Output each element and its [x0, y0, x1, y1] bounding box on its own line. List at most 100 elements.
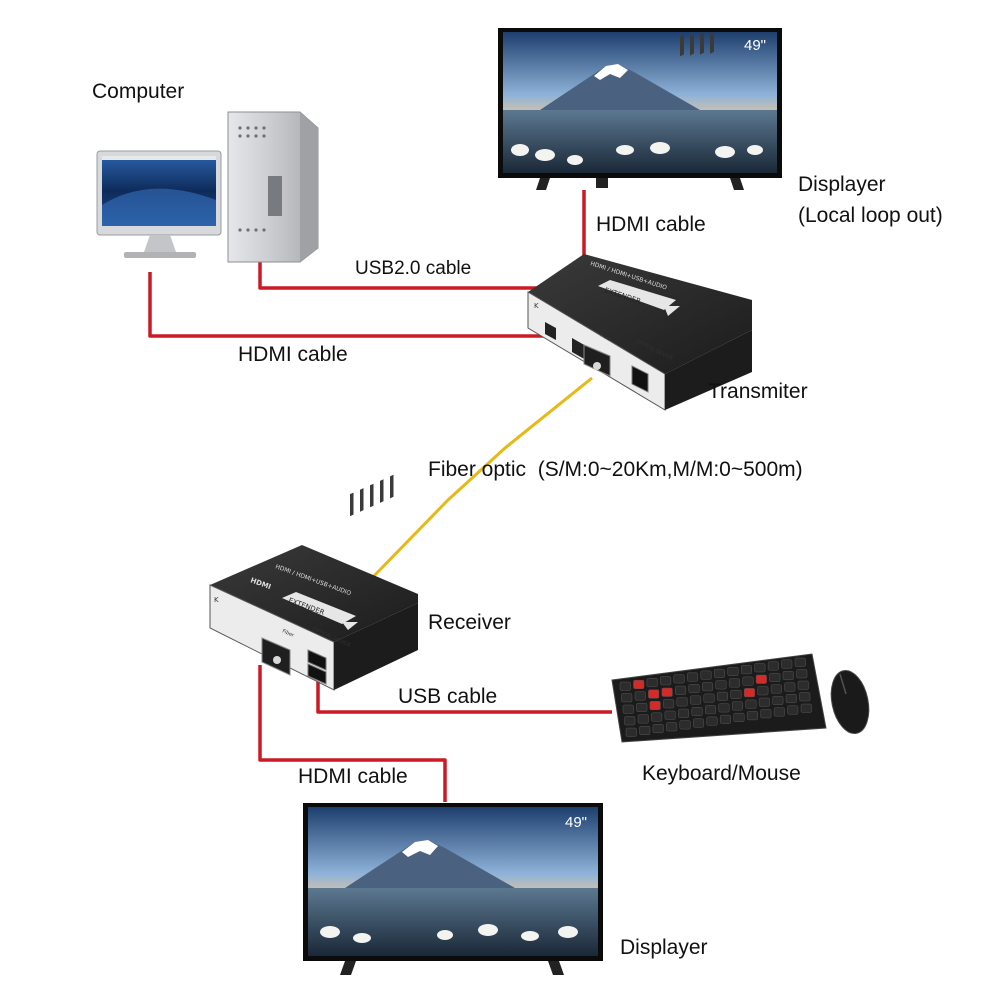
keyboard-key: [719, 714, 731, 724]
receiver-fiber-port-label: Fiber: [281, 628, 295, 639]
label-hdmi-cable-top: HDMI cable: [596, 213, 706, 236]
keyboard-key: [757, 686, 769, 696]
label-displayer-top-title: Displayer: [798, 173, 886, 196]
label-receiver: Receiver: [428, 611, 511, 634]
keyboard-key: [797, 680, 809, 690]
keyboard-key: [705, 705, 717, 715]
keyboard-key: [690, 695, 702, 705]
label-computer: Computer: [92, 80, 185, 103]
keyboard-key: [758, 697, 770, 707]
keyboard-key: [760, 709, 772, 719]
keyboard-key: [703, 693, 715, 703]
keyboard-key: [730, 689, 742, 699]
keyboard-key: [740, 665, 752, 675]
computer-monitor: [96, 150, 222, 258]
keyboard-key: [716, 691, 728, 701]
keyboard-key: [800, 703, 812, 713]
label-displayer-top: Displayer (Local loop out): [798, 172, 943, 230]
keyboard-key: [678, 708, 690, 718]
keyboard-key: [718, 703, 730, 713]
keyboard-key: [664, 710, 676, 720]
keyboard-key: [649, 701, 661, 711]
keyboard-key: [639, 725, 651, 735]
keyboard-key: [651, 712, 663, 722]
usb-cable: [316, 680, 612, 714]
keyboard-key: [637, 714, 649, 724]
keyboard-key: [666, 722, 678, 732]
tv-size-badge-bottom: 49": [565, 814, 587, 831]
keyboard-key: [743, 688, 755, 698]
keyboard-key: [770, 684, 782, 694]
keyboard-key: [646, 678, 658, 688]
keyboard-key: [700, 670, 712, 680]
label-displayer-bottom: Displayer: [620, 936, 708, 959]
keyboard-key: [625, 727, 637, 737]
keyboard-key: [767, 661, 779, 671]
label-fiber-optic: Fiber optic (S/M:0~20Km,M/M:0~500m): [428, 458, 803, 481]
keyboard-key: [687, 672, 699, 682]
keyboard-key: [679, 720, 691, 730]
label-usb20-cable: USB2.0 cable: [355, 258, 472, 279]
keyboard-key: [782, 671, 794, 681]
keyboard-key: [673, 674, 685, 684]
keyboard-key: [769, 672, 781, 682]
keyboard-key: [742, 676, 754, 686]
keyboard-key: [652, 724, 664, 734]
receiver-brand: K: [214, 596, 219, 604]
hdmi-cable-left: [148, 272, 550, 338]
keyboard-key: [728, 678, 740, 688]
keyboard-key: [746, 711, 758, 721]
tv-displayer-bottom: 49": [303, 803, 603, 975]
hdmi-cable-bottom: [258, 665, 447, 802]
label-displayer-top-sub: (Local loop out): [798, 204, 943, 228]
fiber-optic-cable: [370, 376, 593, 580]
computer-tower: [227, 111, 319, 263]
keyboard-key: [634, 691, 646, 701]
keyboard-key: [663, 699, 675, 709]
keyboard-key: [715, 680, 727, 690]
transmitter-brand: K: [534, 302, 539, 310]
keyboard-key: [693, 718, 705, 728]
mouse: [830, 669, 870, 735]
keyboard-key: [648, 689, 660, 699]
keyboard: [611, 653, 827, 743]
keyboard-key: [713, 668, 725, 678]
keyboard-key: [621, 693, 633, 703]
keyboard-key: [691, 707, 703, 717]
keyboard-key: [787, 705, 799, 715]
keyboard-key: [619, 681, 631, 691]
transmitter-fiber-port-label: Fiber: [599, 332, 613, 343]
keyboard-key: [688, 684, 700, 694]
keyboard-key: [733, 712, 745, 722]
keyboard-key: [796, 669, 808, 679]
keyboard-key: [781, 659, 793, 669]
label-usb-cable: USB cable: [398, 685, 498, 708]
keyboard-key: [745, 699, 757, 709]
keyboard-key: [727, 666, 739, 676]
label-hdmi-cable-left: HDMI cable: [238, 343, 348, 366]
keyboard-key: [785, 694, 797, 704]
keyboard-key: [636, 702, 648, 712]
keyboard-key: [773, 707, 785, 717]
keyboard-key: [755, 674, 767, 684]
keyboard-key: [731, 701, 743, 711]
transmitter-device: HDMI / HDMI+USB+AUDIO EXTENDER OPTICAL D…: [527, 31, 752, 411]
keyboard-key: [633, 679, 645, 689]
label-hdmi-cable-bottom: HDMI cable: [298, 765, 408, 788]
keyboard-key: [754, 663, 766, 673]
keyboard-key: [622, 704, 634, 714]
label-transmitter: Transmiter: [708, 380, 808, 403]
keyboard-key: [706, 716, 718, 726]
keyboard-key: [784, 682, 796, 692]
keyboard-key: [675, 685, 687, 695]
keyboard-key: [794, 657, 806, 667]
label-keyboard-mouse: Keyboard/Mouse: [642, 762, 801, 785]
keyboard-key: [624, 716, 636, 726]
keyboard-key: [772, 695, 784, 705]
keyboard-key: [799, 692, 811, 702]
keyboard-key: [661, 687, 673, 697]
receiver-device: HDMI / HDMI+USB+AUDIO HDMI EXTENDER OPTI…: [209, 474, 418, 691]
tv-displayer-top: 49": [498, 28, 782, 190]
keyboard-key: [660, 676, 672, 686]
